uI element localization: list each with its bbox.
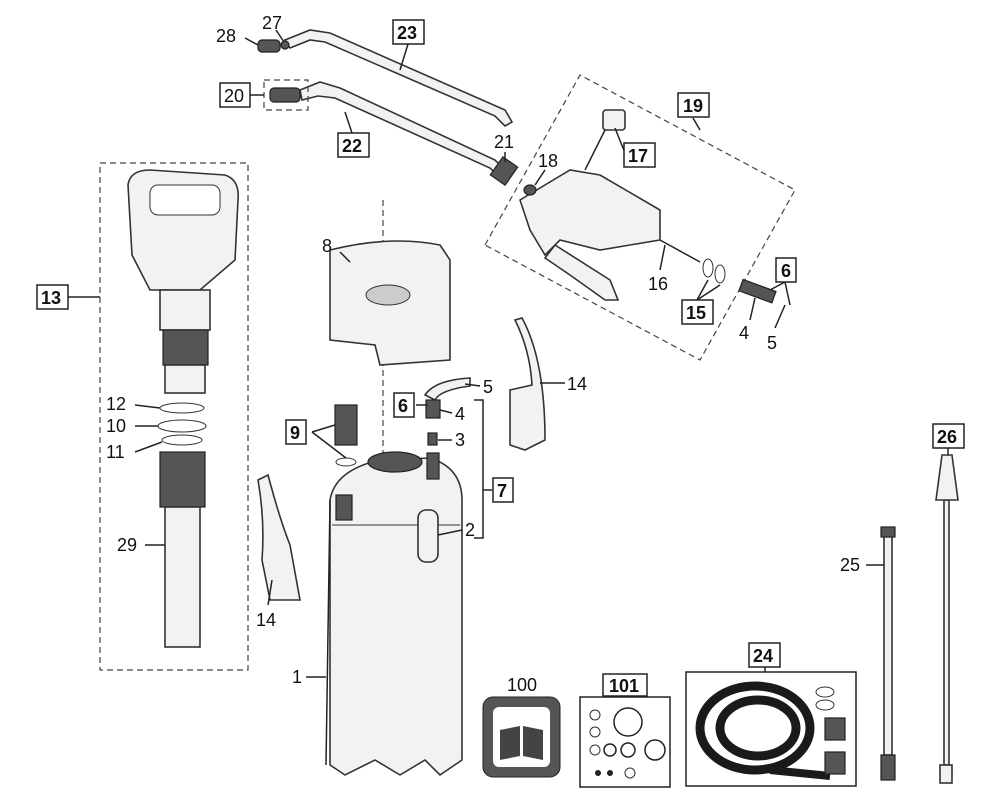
wand-26 [935, 454, 959, 784]
label-29: 29 [117, 535, 137, 555]
label-17: 17 [628, 146, 648, 166]
label-23: 23 [397, 23, 417, 43]
hose-connector [334, 377, 471, 480]
strap-clip-14-right [509, 317, 546, 451]
label-6-trigger: 6 [781, 261, 791, 281]
strap-clip-14-left [257, 473, 301, 601]
spring-16 [659, 239, 701, 263]
label-24: 24 [753, 646, 773, 666]
hose-kit-24 [685, 671, 857, 787]
label-14-right: 14 [567, 374, 587, 394]
label-12: 12 [106, 394, 126, 414]
nozzle-28 [257, 39, 281, 53]
seal-kit-101 [579, 696, 671, 788]
label-11: 11 [106, 442, 125, 462]
label-14-left: 14 [256, 610, 276, 630]
label-28: 28 [216, 26, 236, 46]
label-boxes [36, 19, 965, 697]
oring-15b [714, 264, 726, 284]
pump-assembly-13 [99, 162, 249, 671]
washer-27 [280, 40, 290, 50]
label-4-trigger: 4 [739, 323, 749, 343]
oring-15a [702, 258, 714, 278]
pump-rod-29 [164, 506, 201, 648]
label-20: 20 [224, 86, 244, 106]
label-7: 7 [497, 481, 507, 501]
label-8: 8 [322, 236, 332, 256]
label-21: 21 [494, 132, 514, 152]
label-9: 9 [290, 423, 300, 443]
label-19: 19 [683, 96, 703, 116]
label-2: 2 [465, 520, 475, 540]
label-1: 1 [292, 667, 302, 687]
wand-25 [880, 526, 896, 781]
label-3: 3 [455, 430, 465, 450]
funnel-8 [329, 200, 451, 490]
label-25: 25 [840, 555, 860, 575]
ring-12 [159, 402, 205, 414]
ring-11 [161, 434, 203, 446]
clip-2 [417, 509, 439, 563]
label-100: 100 [507, 675, 537, 695]
washer-18 [523, 184, 537, 196]
label-10: 10 [106, 416, 126, 436]
label-6-tank: 6 [398, 396, 408, 416]
lance-23 [257, 29, 514, 127]
ring-10 [157, 419, 207, 433]
label-5-trigger: 5 [767, 333, 777, 353]
valve-9 [334, 404, 358, 446]
tank-1 [325, 451, 463, 777]
label-13: 13 [41, 288, 61, 308]
label-18: 18 [538, 151, 558, 171]
trigger-assembly-19 [484, 74, 796, 361]
nut-21 [489, 155, 519, 187]
leader-lines [68, 29, 949, 697]
label-22: 22 [342, 136, 362, 156]
label-15: 15 [686, 303, 706, 323]
manual-100 [482, 696, 561, 778]
label-4-tank: 4 [455, 404, 465, 424]
nozzle-6 [738, 278, 777, 304]
nozzle-20 [269, 87, 301, 103]
label-16: 16 [648, 274, 668, 294]
valve-17 [602, 109, 626, 131]
label-27: 27 [262, 13, 282, 33]
lance-22 [263, 79, 519, 187]
label-5-tank: 5 [483, 377, 493, 397]
label-101: 101 [609, 676, 639, 696]
label-26: 26 [937, 427, 957, 447]
